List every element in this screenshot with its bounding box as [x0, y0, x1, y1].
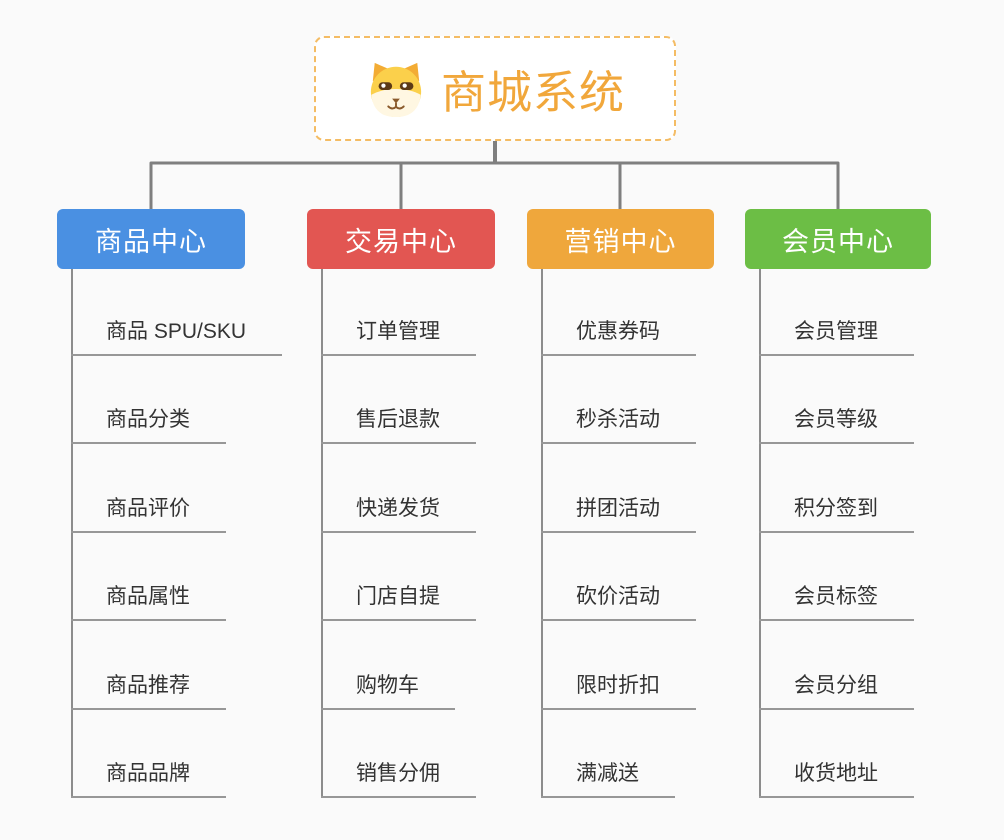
- branch-label: 营销中心: [564, 226, 677, 257]
- child-node[interactable]: 销售分佣: [321, 710, 476, 798]
- child-node[interactable]: 商品 SPU/SKU: [71, 267, 283, 356]
- child-node[interactable]: 会员管理: [759, 267, 914, 356]
- child-node[interactable]: 拼团活动: [541, 444, 696, 533]
- branch-node-marketing-center[interactable]: 营销中心: [527, 209, 714, 269]
- child-node[interactable]: 门店自提: [321, 533, 476, 621]
- child-node[interactable]: 砍价活动: [541, 533, 696, 621]
- branch-node-member-center[interactable]: 会员中心: [745, 209, 931, 269]
- child-column-member-center: 会员管理 会员等级 积分签到 会员标签 会员分组 收货地址: [759, 267, 914, 798]
- child-node[interactable]: 快递发货: [321, 444, 476, 533]
- branch-node-trade-center[interactable]: 交易中心: [307, 209, 495, 269]
- child-node[interactable]: 收货地址: [759, 710, 914, 798]
- child-node[interactable]: 商品属性: [71, 533, 226, 621]
- child-node[interactable]: 限时折扣: [541, 621, 696, 710]
- child-node[interactable]: 售后退款: [321, 356, 476, 444]
- child-node[interactable]: 商品推荐: [71, 621, 226, 710]
- child-node[interactable]: 秒杀活动: [541, 356, 696, 444]
- branch-label: 会员中心: [782, 226, 894, 257]
- child-node[interactable]: 优惠券码: [541, 267, 696, 356]
- child-node[interactable]: 购物车: [321, 621, 455, 710]
- child-column-marketing-center: 优惠券码 秒杀活动 拼团活动 砍价活动 限时折扣 满减送: [541, 267, 696, 798]
- child-node[interactable]: 商品分类: [71, 356, 226, 444]
- child-column-product-center: 商品 SPU/SKU 商品分类 商品评价 商品属性 商品推荐 商品品牌: [71, 267, 283, 798]
- child-node[interactable]: 会员等级: [759, 356, 914, 444]
- child-node[interactable]: 商品评价: [71, 444, 226, 533]
- branch-node-product-center[interactable]: 商品中心: [57, 209, 245, 269]
- shiba-dog-icon: [370, 62, 422, 117]
- child-node[interactable]: 会员分组: [759, 621, 914, 710]
- root-title: 商城系统: [440, 67, 625, 118]
- child-node[interactable]: 订单管理: [321, 267, 476, 356]
- child-node[interactable]: 商品品牌: [71, 710, 226, 798]
- child-column-trade-center: 订单管理 售后退款 快递发货 门店自提 购物车 销售分佣: [321, 267, 476, 798]
- child-node[interactable]: 会员标签: [759, 533, 914, 621]
- child-node[interactable]: 满减送: [541, 710, 675, 798]
- branch-label: 商品中心: [95, 226, 207, 257]
- root-node[interactable]: 商城系统: [314, 36, 676, 141]
- branch-label: 交易中心: [345, 226, 457, 257]
- child-node[interactable]: 积分签到: [759, 444, 914, 533]
